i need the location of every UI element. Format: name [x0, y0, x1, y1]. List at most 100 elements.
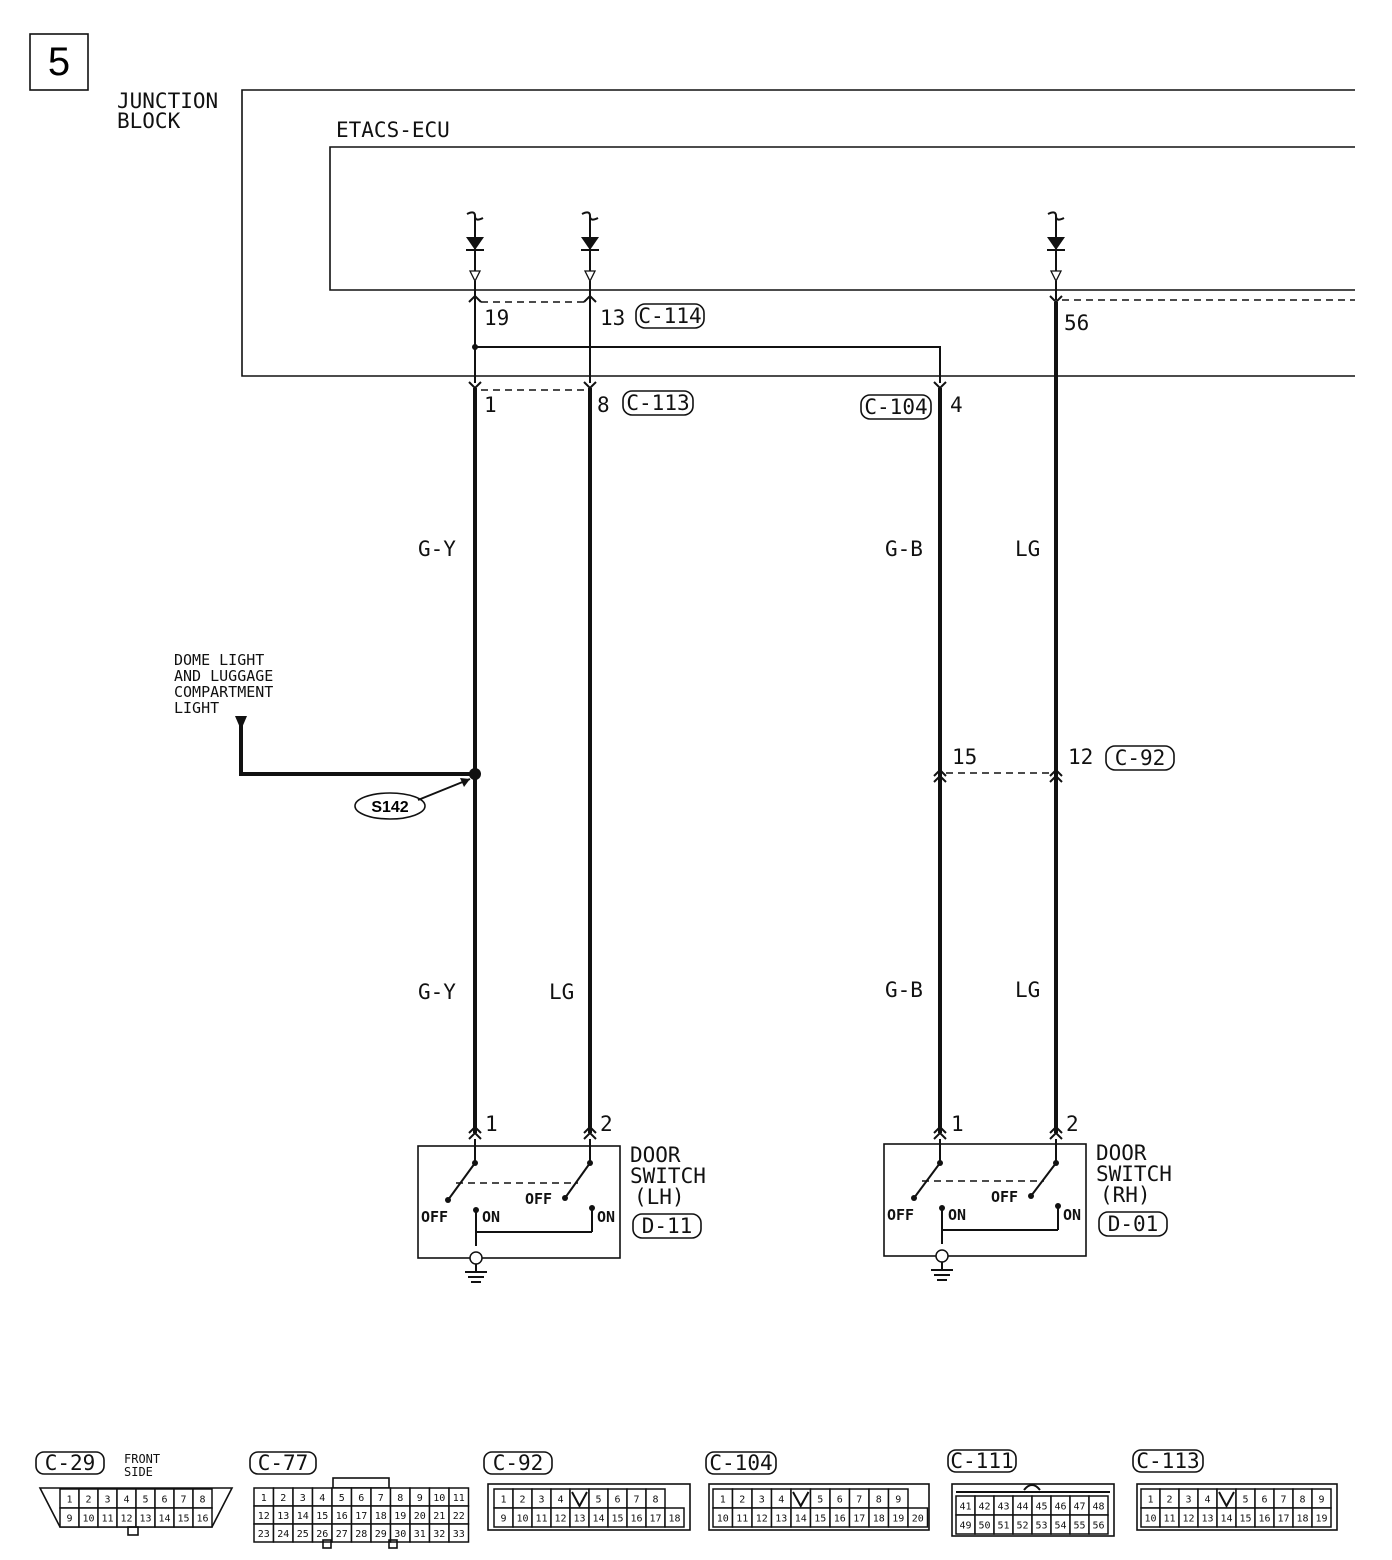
page-number-box: 5: [29, 33, 89, 91]
lh-on1: ON: [482, 1208, 500, 1226]
connector-pin-label: 7: [1280, 1495, 1286, 1506]
connector-c114: 19 13 C-114: [468, 294, 705, 330]
connector-pin-label: 6: [614, 1495, 620, 1506]
connector-pin-label: 28: [355, 1529, 367, 1540]
connector-pin-label: 5: [142, 1495, 148, 1506]
connector-pin-label: 42: [978, 1502, 990, 1513]
connector-pin-label: 45: [1035, 1502, 1047, 1513]
connector-pin-label: 22: [453, 1511, 465, 1522]
connector-c113: 1 8 C-113: [468, 381, 694, 417]
connector-pin-label: 3: [759, 1495, 765, 1506]
door-switch-lh: 1 2 OFF ON OFF ON DOOR SWITCH (LH): [417, 1112, 719, 1283]
connector-pin-label: 21: [433, 1511, 445, 1522]
connector-pin-label: 46: [1054, 1502, 1066, 1513]
connector-pin-label: 16: [336, 1511, 348, 1522]
connector-pin-label: 13: [1201, 1514, 1213, 1525]
c113-pin-1: 1: [484, 393, 497, 417]
diode-symbols: [466, 211, 1065, 283]
connector-pin-label: 17: [853, 1514, 865, 1525]
connector-pin-label: 9: [66, 1514, 72, 1525]
connector-pin-label: 33: [453, 1529, 465, 1540]
connector-pin-label: 16: [1258, 1514, 1270, 1525]
door-switch-rh: 1 2 OFF ON OFF ON DOOR SWITCH (RH) D-01: [883, 1112, 1185, 1281]
lh-pin-2: 2: [600, 1112, 613, 1136]
connector-pin-label: 31: [414, 1529, 426, 1540]
connector-pin-label: 54: [1054, 1521, 1066, 1532]
diode-icon: [581, 211, 599, 283]
connector-pin-label: 16: [196, 1514, 208, 1525]
c104-code: C-104: [864, 395, 927, 419]
splice-s142: S142 DOME LIGHT AND LUGGAGE COMPARTMENT …: [174, 651, 481, 820]
connector-pin-label: 50: [978, 1521, 990, 1532]
connector-pin-label: 18: [375, 1511, 387, 1522]
connector-pin-label: 25: [297, 1529, 309, 1540]
connector-pin-label: 12: [756, 1514, 768, 1525]
connector-pin-label: 12: [120, 1514, 132, 1525]
connector-pin-label: 23: [258, 1529, 270, 1540]
rh-pin-2: 2: [1066, 1112, 1079, 1136]
splice-label: S142: [371, 799, 408, 816]
rh-title: DOOR SWITCH (RH): [1096, 1141, 1185, 1207]
connector-c104: C-104 4: [860, 381, 963, 420]
connector-pin-label: 1: [66, 1495, 72, 1506]
connector-pin-label: 53: [1035, 1521, 1047, 1532]
connector-pin-label: 4: [557, 1495, 563, 1506]
connector-pin-56: 56: [1049, 295, 1355, 335]
junction-label-line2: BLOCK: [117, 109, 181, 133]
connector-pin-label: 5: [1242, 1495, 1248, 1506]
connector-pin-label: 13: [775, 1514, 787, 1525]
c114-pin-19: 19: [484, 306, 509, 330]
c92-pin-12: 12: [1068, 745, 1093, 769]
connector-pin-label: 9: [500, 1514, 506, 1525]
connector-pin-label: 20: [912, 1514, 924, 1525]
connector-pin-label: 2: [85, 1495, 91, 1506]
connector-pin-label: 19: [892, 1514, 904, 1525]
lh-title: DOOR SWITCH (LH): [630, 1143, 719, 1209]
rh-code: D-01: [1108, 1212, 1159, 1236]
connector-pin-label: 1: [720, 1495, 726, 1506]
connector-pin-label: 7: [633, 1495, 639, 1506]
connector-pin-label: 6: [358, 1493, 364, 1504]
connector-pin-label: 13: [139, 1514, 151, 1525]
connector-pin-label: 9: [417, 1493, 423, 1504]
connector-pin-label: 5: [595, 1495, 601, 1506]
connector-pin-label: 55: [1073, 1521, 1085, 1532]
connector-pin-label: 8: [397, 1493, 403, 1504]
connector-pin-label: 30: [394, 1529, 406, 1540]
connector-pin-label: 51: [997, 1521, 1009, 1532]
connector-pin-label: 6: [161, 1495, 167, 1506]
dome-light-note: DOME LIGHT AND LUGGAGE COMPARTMENT LIGHT: [174, 651, 282, 717]
connector-pin-label: 1: [500, 1495, 506, 1506]
connector-pin-label: 7: [180, 1495, 186, 1506]
connector-pin-label: 27: [336, 1529, 348, 1540]
connector-pin-label: 7: [856, 1495, 862, 1506]
connector-pin-label: 11: [453, 1493, 465, 1504]
connector-pin-label: 12: [1182, 1514, 1194, 1525]
connector-pin-label: 4: [123, 1495, 129, 1506]
c104-view-code: C-104: [709, 1451, 772, 1475]
c114-code: C-114: [638, 304, 701, 328]
connector-pin-label: 41: [959, 1502, 971, 1513]
connector-pin-label: 6: [837, 1495, 843, 1506]
connector-pin-label: 3: [300, 1493, 306, 1504]
connector-pin-label: 16: [630, 1514, 642, 1525]
junction-internal-wires: [472, 281, 1057, 383]
connector-pin-label: 9: [895, 1495, 901, 1506]
connector-pin-label: 49: [959, 1521, 971, 1532]
connector-pin-label: 2: [739, 1495, 745, 1506]
connector-pin-label: 17: [355, 1511, 367, 1522]
connector-pin-label: 7: [378, 1493, 384, 1504]
connector-pin-label: 2: [519, 1495, 525, 1506]
connector-pin-label: 5: [817, 1495, 823, 1506]
connector-pin-label: 18: [668, 1514, 680, 1525]
connector-pin-label: 8: [199, 1495, 205, 1506]
connector-pin-label: 10: [82, 1514, 94, 1525]
connector-pin-label: 52: [1016, 1521, 1028, 1532]
